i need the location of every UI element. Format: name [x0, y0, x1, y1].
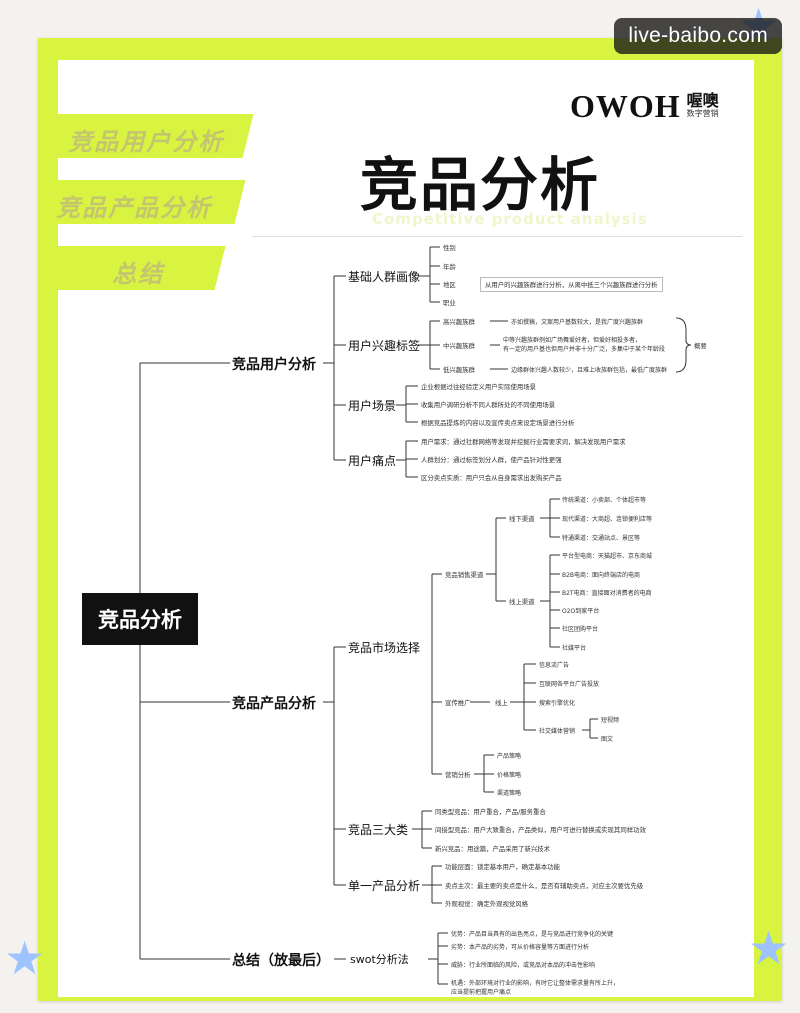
- promo-item: 搜索引擎优化: [539, 700, 576, 707]
- brand-logo: OWOH 喔噢 数字营销: [570, 88, 719, 124]
- interest-desc-low: 边缘群体兴趣人数较少，且难上收族群包括，最低广度族群: [511, 367, 668, 374]
- promo-item: 互联网各平台广告投放: [539, 681, 600, 688]
- node-social-media: 社交媒体营销: [539, 728, 576, 735]
- online-item: B2B电商：面向终端店的电商: [562, 572, 641, 579]
- node-marketing: 营销分析: [445, 771, 471, 779]
- node-sales-channels: 竞品销售渠道: [445, 571, 484, 579]
- three-type-item: 间接型竞品：用户大致重合，产品类似，用户可进行替换或实现其同样功效: [435, 826, 646, 834]
- online-item: B2T电商：直接面对消费者的电商: [562, 590, 652, 597]
- node-interest-tags: 用户兴趣标签: [348, 339, 421, 353]
- page-subtitle: Competitive product analysis: [372, 210, 648, 228]
- single-product-item: 功能层面：锁定基本用户，确定基本功能: [445, 863, 561, 871]
- scene-item: 企业根据过往经验定义用户实际使用场景: [421, 383, 537, 391]
- swot-strength: 优势：产品目当具有的出色亮点，是与竞品进行竞争化的关键: [451, 931, 614, 938]
- swot-opportunity-extra: 应当提前把握用户痛点: [451, 989, 512, 996]
- page-title: 竞品分析: [360, 151, 601, 219]
- interest-group-high: 高兴趣族群: [443, 318, 475, 326]
- mindmap-root: 竞品分析: [82, 593, 198, 645]
- scene-item: 根据竞品提炼的内容以及宣传卖点来设定场景进行分析: [421, 419, 575, 427]
- node-promo-online: 线上: [495, 699, 508, 707]
- node-user-scene: 用户场景: [348, 399, 397, 413]
- online-item: 社媒平台: [562, 645, 587, 652]
- leaf-job: 职业: [443, 299, 456, 307]
- marketing-item: 渠道策略: [497, 790, 522, 797]
- node-basic-portrait: 基础人群画像: [348, 270, 421, 284]
- interest-desc-mid: 中等兴趣族群例如广场舞爱好者，但爱好相投多者，: [503, 337, 642, 344]
- brand-cn: 喔噢: [686, 91, 719, 111]
- brand-sub: 数字营销: [686, 109, 719, 119]
- marketing-item: 产品策略: [497, 753, 522, 760]
- leaf-region: 地区: [443, 281, 456, 289]
- online-item: 社区团购平台: [562, 626, 599, 633]
- swot-weakness: 劣势：本产品的劣势，可从价格容量等方面进行分析: [451, 944, 590, 951]
- node-online-channel: 线上渠道: [509, 598, 535, 606]
- branch-summary: 总结（放最后）: [232, 953, 330, 969]
- node-user-pain: 用户痛点: [348, 454, 397, 468]
- offline-item: 现代渠道：大商超、连锁便利店等: [562, 516, 653, 523]
- swot-threat: 威胁：行业所面临的风险，或竞品对本品的冲击性影响: [451, 962, 596, 969]
- interest-group-low: 低兴趣族群: [443, 366, 475, 374]
- node-offline-channel: 线下渠道: [509, 515, 535, 523]
- interest-summary: 概要: [694, 342, 707, 350]
- marketing-item: 价格策略: [497, 772, 522, 779]
- pain-item: 人群划分：通过标签划分人群，使产品针对性更强: [421, 456, 562, 464]
- node-three-types: 竞品三大类: [348, 823, 409, 837]
- node-promotion: 宣传推广: [445, 699, 471, 707]
- portrait-note: 从用户的兴趣族群进行分析，从离中抵三个兴趣族群进行分析: [480, 277, 663, 292]
- scene-item: 收集用户调研分析不同人群所处的不同使用场景: [421, 401, 556, 409]
- three-type-item: 同类型竞品：用户重合，产品/服务重合: [435, 808, 546, 816]
- online-item: O2O到家平台: [562, 608, 600, 615]
- pain-item: 用户需求：通过社群网络等发现并挖掘行业需要求词，解决发现用户需求: [421, 438, 626, 446]
- single-product-item: 外观视觉：确定外观视觉风格: [445, 900, 529, 908]
- star-decoration-icon: ★: [4, 931, 46, 985]
- node-single-product: 单一产品分析: [348, 879, 421, 893]
- interest-desc-high: 亦如撰稿，文案用户基数较大，是我广度兴趣族群: [511, 319, 644, 326]
- star-decoration-icon: ★: [748, 921, 790, 975]
- online-item: 平台型电商：天猫超市、京东商城: [562, 553, 653, 560]
- branch-product-analysis: 竞品产品分析: [232, 696, 316, 712]
- watermark: live-baibo.com: [614, 18, 782, 54]
- leaf-gender: 性别: [443, 244, 456, 252]
- interest-desc-mid-2: 有一定的用户基也但用户并非十分广泛，多集中于某个年龄段: [503, 346, 666, 353]
- offline-item: 传统渠道：小卖部、个体超市等: [562, 497, 647, 504]
- social-item: 图文: [601, 736, 614, 743]
- node-swot: swot分析法: [350, 953, 409, 966]
- promo-item: 信息流广告: [539, 662, 570, 669]
- pain-item: 区分卖点实质：用户只会从自身需求出发购买产品: [421, 474, 562, 482]
- title-divider: [252, 236, 742, 237]
- swot-opportunity: 机遇：外部环境对行业的影响，有时它让整体需求量有所上升，: [451, 980, 620, 987]
- branch-user-analysis: 竞品用户分析: [232, 357, 316, 373]
- social-item: 短视频: [601, 717, 620, 724]
- single-product-item: 卖点主次：最主要的卖点是什么，是否有辅助卖点，对应主次要优先级: [445, 882, 644, 890]
- node-market-choice: 竞品市场选择: [348, 641, 421, 655]
- leaf-age: 年龄: [443, 263, 456, 271]
- offline-item: 特通渠道：交通站点、景区等: [562, 535, 641, 542]
- brand-name: OWOH: [570, 87, 681, 124]
- three-type-item: 新兴竞品：用途篇，产品采用了新兴技术: [435, 845, 551, 853]
- interest-group-mid: 中兴趣族群: [443, 342, 475, 350]
